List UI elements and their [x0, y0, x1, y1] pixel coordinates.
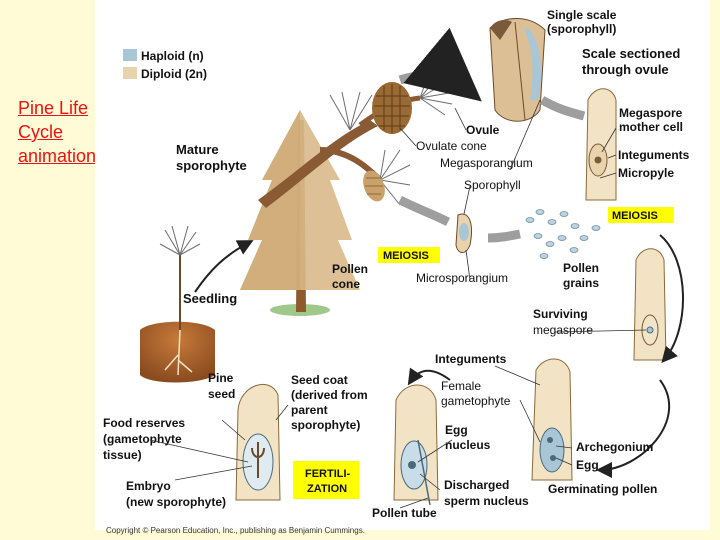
copyright-notice: Copyright © Pearson Education, Inc., pub…	[106, 526, 365, 535]
label-integuments-mid: Integuments	[435, 352, 507, 366]
label-mature-2: sporophyte	[176, 158, 247, 173]
label-integuments-top: Integuments	[618, 148, 690, 162]
ovule-section-top	[586, 89, 616, 200]
label-seed-coat-2: (derived from	[291, 388, 368, 402]
label-surviving-2: megaspore	[533, 323, 593, 337]
label-food-3: tissue)	[103, 448, 142, 462]
label-megasporangium: Megasporangium	[440, 156, 533, 170]
single-scale-sporophyll	[490, 18, 545, 121]
label-scale-sectioned-2: through ovule	[582, 62, 669, 77]
label-embryo-1: Embryo	[126, 479, 171, 493]
label-archegonium: Archegonium	[576, 440, 653, 454]
meiosis-right-label: MEIOSIS	[612, 210, 658, 222]
label-seedling: Seedling	[183, 291, 237, 306]
label-seed-coat-1: Seed coat	[291, 373, 348, 387]
diploid-label: Diploid (2n)	[141, 67, 207, 81]
meiosis-center-label: MEIOSIS	[383, 250, 429, 262]
label-germinating: Germinating pollen	[548, 482, 657, 496]
label-pollen-cone-1: Pollen	[332, 262, 368, 276]
label-sporophyll-paren: (sporophyll)	[547, 22, 616, 36]
label-pollen-grains-1: Pollen	[563, 261, 599, 275]
pine-seed	[236, 384, 280, 500]
haploid-label: Haploid (n)	[141, 49, 204, 63]
label-pollen-tube: Pollen tube	[372, 506, 437, 520]
microsporangium	[456, 214, 472, 252]
label-food-1: Food reserves	[103, 416, 185, 430]
label-single-scale: Single scale	[547, 8, 617, 22]
label-pine-seed-1: Pine	[208, 371, 234, 385]
label-ovulate-cone: Ovulate cone	[416, 139, 487, 153]
haploid-swatch	[123, 49, 137, 61]
label-discharged-1: Discharged	[444, 478, 509, 492]
ovulate-cone	[372, 82, 412, 134]
label-egg-nucleus-1: Egg	[445, 423, 468, 437]
label-surviving-1: Surviving	[533, 307, 588, 321]
label-seed-coat-3: parent	[291, 403, 328, 417]
label-ovule: Ovule	[466, 123, 500, 137]
label-megaspore-2: mother cell	[619, 120, 683, 134]
label-sporophyll: Sporophyll	[464, 178, 521, 192]
label-female-2: gametophyte	[441, 394, 511, 408]
label-female-1: Female	[441, 379, 481, 393]
surviving-megaspore-ovule	[634, 249, 666, 360]
label-micropyle: Micropyle	[618, 166, 674, 180]
diploid-swatch	[123, 67, 137, 79]
label-scale-sectioned-1: Scale sectioned	[582, 46, 680, 61]
label-food-2: (gametophyte	[103, 432, 182, 446]
label-embryo-2: (new sporophyte)	[126, 495, 226, 509]
label-mature-1: Mature	[176, 142, 219, 157]
arrow-to-pollen	[488, 234, 520, 238]
label-microsporangium: Microsporangium	[416, 271, 508, 285]
label-egg: Egg	[576, 458, 599, 472]
label-pine-seed-2: seed	[208, 387, 235, 401]
female-gametophyte-ovule	[532, 359, 572, 480]
fertilization-label-1: FERTILI-	[305, 468, 351, 480]
label-megaspore-1: Megaspore	[619, 106, 683, 120]
fertilization-label-2: ZATION	[307, 483, 347, 495]
label-discharged-2: sperm nucleus	[444, 494, 529, 508]
label-pollen-cone-2: cone	[332, 277, 360, 291]
fertilization-ovule	[394, 385, 438, 505]
label-pollen-grains-2: grains	[563, 276, 599, 290]
label-seed-coat-4: sporophyte)	[291, 418, 360, 432]
